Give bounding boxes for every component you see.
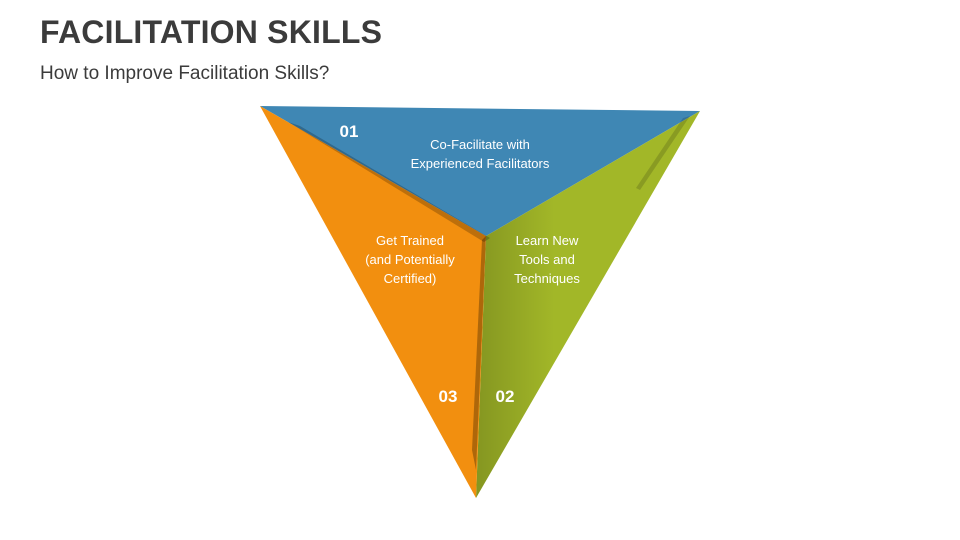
segment-3-label-line-3: Certified) [384,271,437,286]
segment-2-shade [476,111,700,498]
segment-1-label-line-1: Co-Facilitate with [430,137,530,152]
segment-1-shape [260,106,700,236]
segment-1-number: 01 [340,122,359,141]
segment-3-number: 03 [439,387,458,406]
segment-2-label-line-2: Tools and [519,252,575,267]
slide-subtitle: How to Improve Facilitation Skills? [40,63,330,84]
fold-shadow-right [636,116,690,190]
segment-2-label-line-1: Learn New [516,233,579,248]
fold-shadow-center [472,236,486,470]
segment-3-shape [260,106,486,498]
slide-title: FACILITATION SKILLS [40,14,383,50]
segment-3-label-line-1: Get Trained [376,233,444,248]
segment-2-label-line-3: Techniques [514,271,580,286]
segment-1-label-line-2: Experienced Facilitators [411,156,550,171]
segment-3-label-line-2: (and Potentially [365,252,455,267]
fold-shadow-left [288,122,490,242]
segment-2-number: 02 [496,387,515,406]
